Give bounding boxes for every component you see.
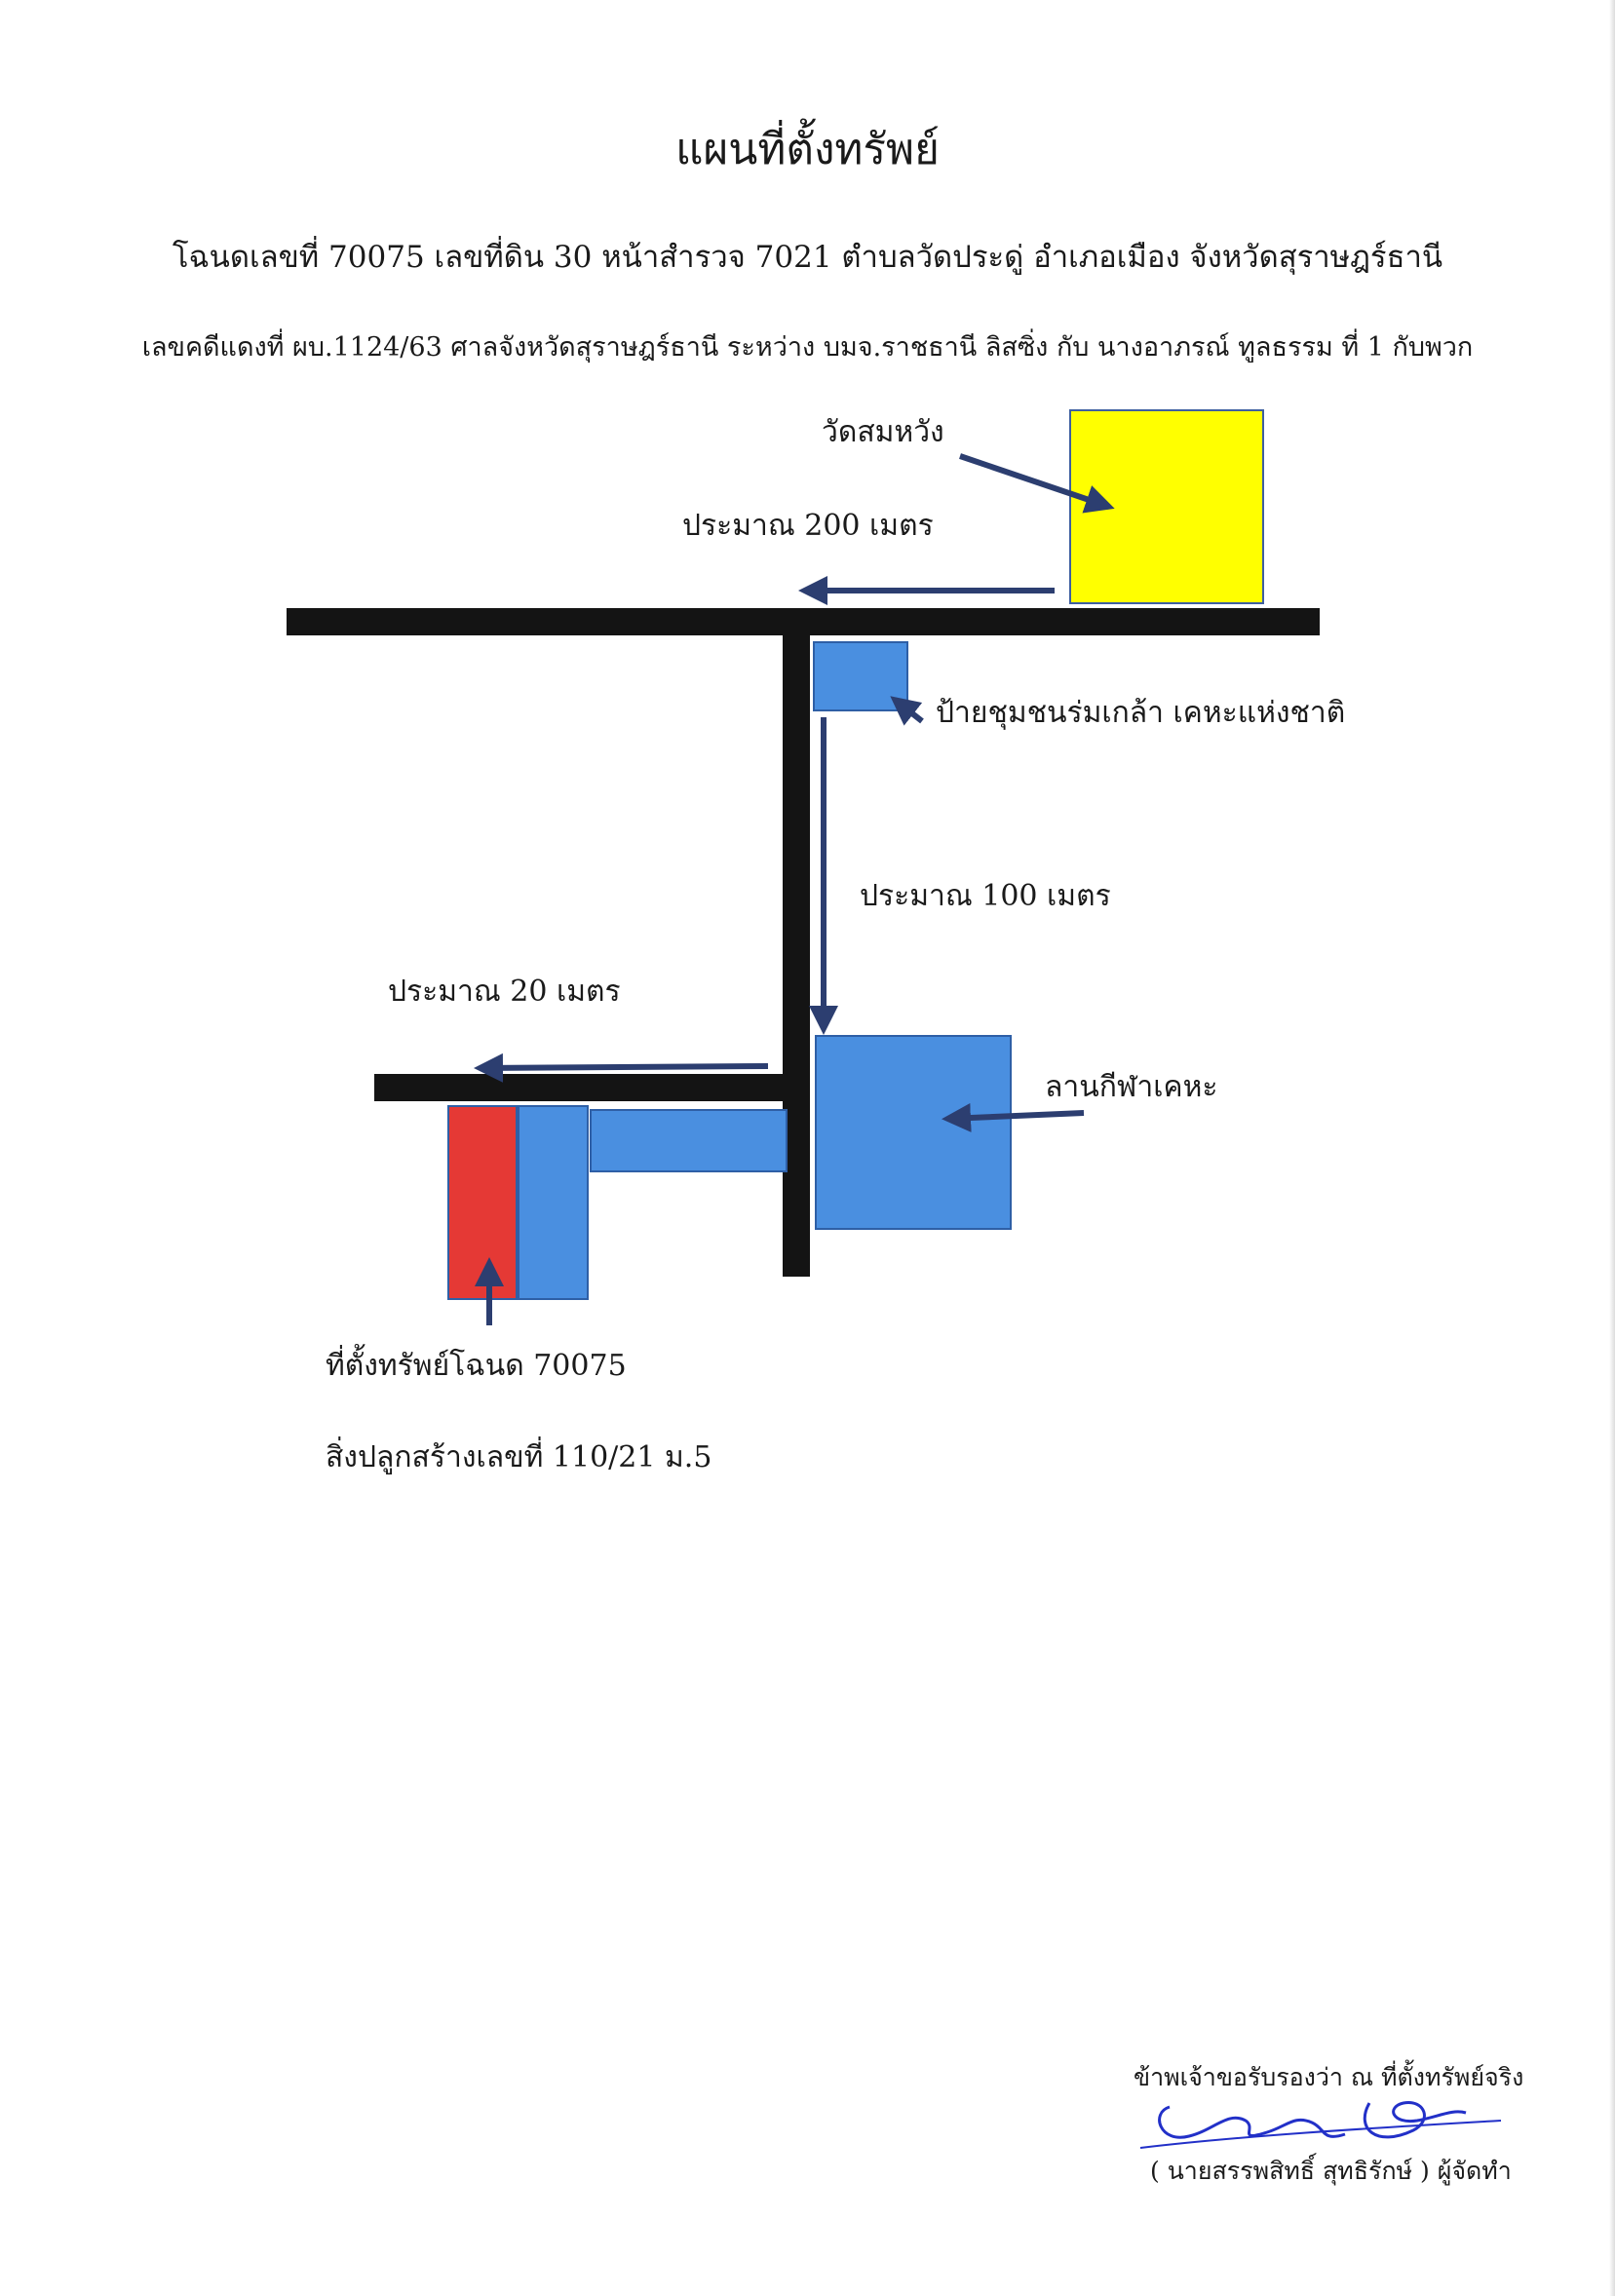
main-road-distance-label: ประมาณ 200 เมตร xyxy=(682,509,934,543)
page-title: แผนที่ตั้งทรัพย์ xyxy=(675,125,940,174)
deed-info: โฉนดเลขที่ 70075 เลขที่ดิน 30 หน้าสำรวจ … xyxy=(172,240,1443,275)
connector-block xyxy=(590,1109,788,1172)
case-info: เลขคดีแดงที่ ผบ.1124/63 ศาลจังหวัดสุราษฎ… xyxy=(141,332,1474,363)
property-location-label: ที่ตั้งทรัพย์โฉนด 70075 xyxy=(326,1349,627,1383)
lane-distance-label: ประมาณ 20 เมตร xyxy=(388,975,621,1009)
signature xyxy=(1139,2101,1502,2149)
temple-pointer-arrow xyxy=(959,453,1115,514)
sports-ground-pointer-arrow xyxy=(942,1102,1085,1132)
lane-road xyxy=(374,1074,810,1101)
sports-ground-block xyxy=(815,1035,1012,1230)
scan-edge xyxy=(1609,0,1615,2296)
signer-name: ( นายสรรพสิทธิ์ สุทธิรักษ์ ) ผู้จัดทำ xyxy=(1150,2157,1512,2185)
neighbor-block xyxy=(518,1105,589,1300)
temple-label: วัดสมหวัง xyxy=(822,415,944,449)
lane-direction-arrow xyxy=(474,1052,769,1083)
side-road-distance-label: ประมาณ 100 เมตร xyxy=(860,879,1111,913)
building-number-label: สิ่งปลูกสร้างเลขที่ 110/21 ม.5 xyxy=(326,1440,712,1474)
sign-pointer-arrow xyxy=(890,696,924,726)
sports-ground-label: ลานกีฬาเคหะ xyxy=(1045,1070,1218,1104)
community-sign-label: ป้ายชุมชนร่มเกล้า เคหะแห่งชาติ xyxy=(936,696,1346,730)
certification-statement: ข้าพเจ้าขอรับรองว่า ณ ที่ตั้งทรัพย์จริง xyxy=(1134,2063,1524,2091)
